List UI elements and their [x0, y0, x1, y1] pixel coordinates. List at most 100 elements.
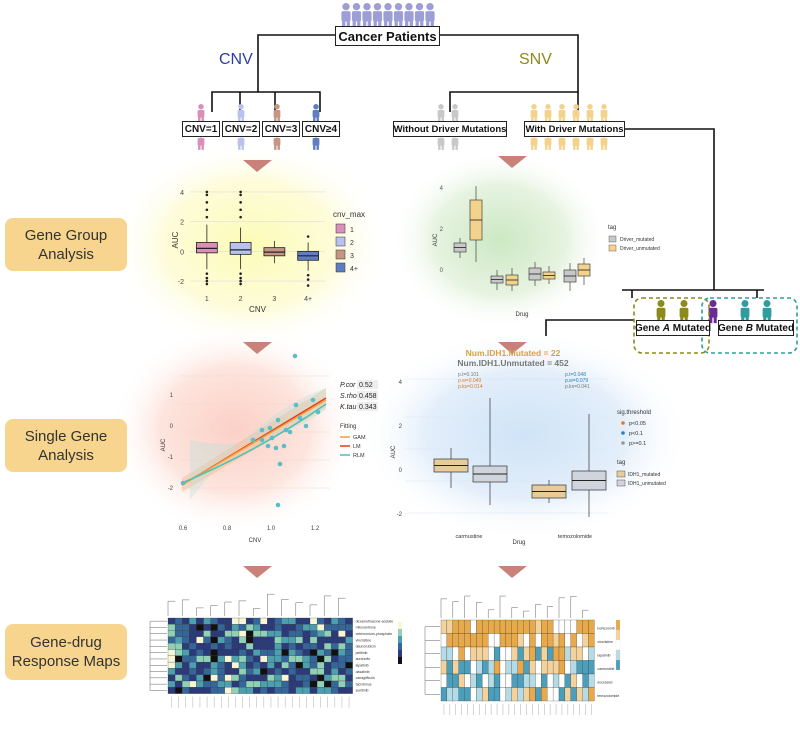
heatmap-cell — [238, 680, 247, 688]
heatmap-cell — [189, 687, 197, 694]
p-value: p.t=0.101 — [458, 372, 479, 378]
outlier-point — [239, 201, 242, 204]
color-legend — [615, 619, 621, 631]
heatmap-cell — [267, 674, 275, 682]
heatmap-cell — [182, 617, 190, 625]
patients-icon — [414, 2, 425, 28]
heatmap-cell — [302, 617, 311, 625]
row-label: carmustine — [597, 667, 614, 671]
heatmap-cell — [295, 661, 304, 669]
legend-label: 2 — [350, 240, 354, 247]
data-point — [180, 480, 186, 486]
heatmap-cell — [267, 630, 275, 638]
outlier-point — [239, 190, 242, 194]
heatmap-cell — [547, 673, 554, 688]
heatmap-cell — [182, 630, 190, 638]
legend-swatch — [608, 244, 617, 252]
heatmap-cell — [324, 661, 332, 669]
heatmap-cell — [210, 624, 218, 631]
with-person-icon — [544, 104, 552, 122]
heatmap-cell — [476, 619, 483, 634]
heatmap-cell — [210, 649, 218, 656]
color-legend — [398, 622, 402, 629]
heatmap-cell — [189, 630, 197, 638]
data-point — [310, 397, 316, 403]
heatmap-cell — [260, 630, 268, 638]
heatmap-cell — [203, 630, 211, 638]
gene-a-mutated: Gene A Mutated — [635, 320, 711, 336]
heatmap-cell — [529, 673, 536, 688]
heatmap-cell — [238, 636, 247, 644]
heatmap-cell — [302, 643, 311, 650]
outlier-point — [306, 235, 310, 238]
heatmap-cell — [210, 643, 218, 650]
heatmap-cell — [210, 674, 218, 682]
heatmap-cell — [167, 649, 176, 656]
heatmap-cell — [345, 643, 353, 650]
heatmap-cell — [529, 633, 536, 648]
cnv-group-4: CNV≥4 — [302, 121, 340, 137]
heatmap-cell — [316, 636, 325, 644]
heatmap-cell — [210, 668, 218, 675]
heatmap-cell — [464, 687, 471, 702]
heatmap-cell — [582, 646, 589, 661]
heatmap-cell — [324, 643, 332, 650]
heatmap-cell — [203, 668, 211, 675]
heatmap-cell — [324, 687, 332, 694]
heatmap-cell — [588, 633, 595, 648]
heatmap-cell — [203, 680, 211, 688]
heatmap-cell — [309, 674, 318, 682]
legend-label: 3 — [350, 253, 354, 260]
heatmap-cell — [505, 660, 512, 675]
heatmap-cell — [238, 630, 247, 638]
heatmap-cell — [281, 674, 289, 682]
arrow-snv-1 — [498, 156, 527, 168]
data-point — [283, 427, 289, 433]
heatmap-cell — [345, 674, 353, 682]
heatmap-cell — [331, 643, 339, 650]
cnv3-person-icon — [273, 104, 281, 122]
y-tick-label: -1 — [168, 455, 174, 461]
sig-label: p>=0.1 — [629, 441, 646, 447]
heatmap-cell — [281, 687, 289, 694]
heatmap-cell — [316, 624, 325, 631]
heatmap-cell — [238, 661, 247, 669]
color-legend — [615, 639, 621, 651]
heatmap-cell — [488, 660, 495, 675]
heatmap-cell — [189, 624, 197, 631]
fitting-label: RLM — [353, 453, 365, 459]
heatmap-cell — [582, 660, 589, 675]
legend-label: IDH1_mutated — [628, 472, 660, 478]
color-legend — [615, 649, 621, 661]
heatmap-cell — [260, 655, 268, 663]
heatmap-cell — [324, 649, 332, 656]
heatmap-cell — [511, 633, 518, 648]
heatmap-cell — [189, 617, 197, 625]
heatmap-cell — [253, 668, 261, 675]
stat-value: 0.343 — [359, 404, 377, 411]
x-axis-label: Drug — [512, 540, 525, 546]
heatmap-cell — [253, 617, 261, 625]
data-point — [250, 437, 256, 443]
outlier-point — [239, 215, 242, 219]
heatmap-cell — [541, 633, 548, 648]
outlier-point — [239, 208, 242, 212]
data-point — [267, 425, 273, 431]
heatmap-cell — [189, 674, 197, 682]
heatmap-cell — [523, 646, 530, 661]
heatmap-cell — [493, 660, 501, 675]
heatmap-cell — [499, 660, 507, 675]
heatmap-cell — [167, 630, 176, 638]
y-tick-label: 2 — [399, 424, 403, 430]
heatmap-cell — [331, 655, 339, 663]
p-value: p.ks=0.041 — [565, 384, 590, 390]
outlier-point — [205, 279, 209, 283]
heatmap-cell — [582, 619, 589, 634]
heatmap-cell — [217, 636, 225, 644]
arrow-snv-3 — [498, 566, 527, 578]
sig-swatch — [621, 441, 625, 445]
heatmap-cell — [482, 633, 489, 648]
row-label: cetrimonium-phosphate — [356, 632, 393, 636]
